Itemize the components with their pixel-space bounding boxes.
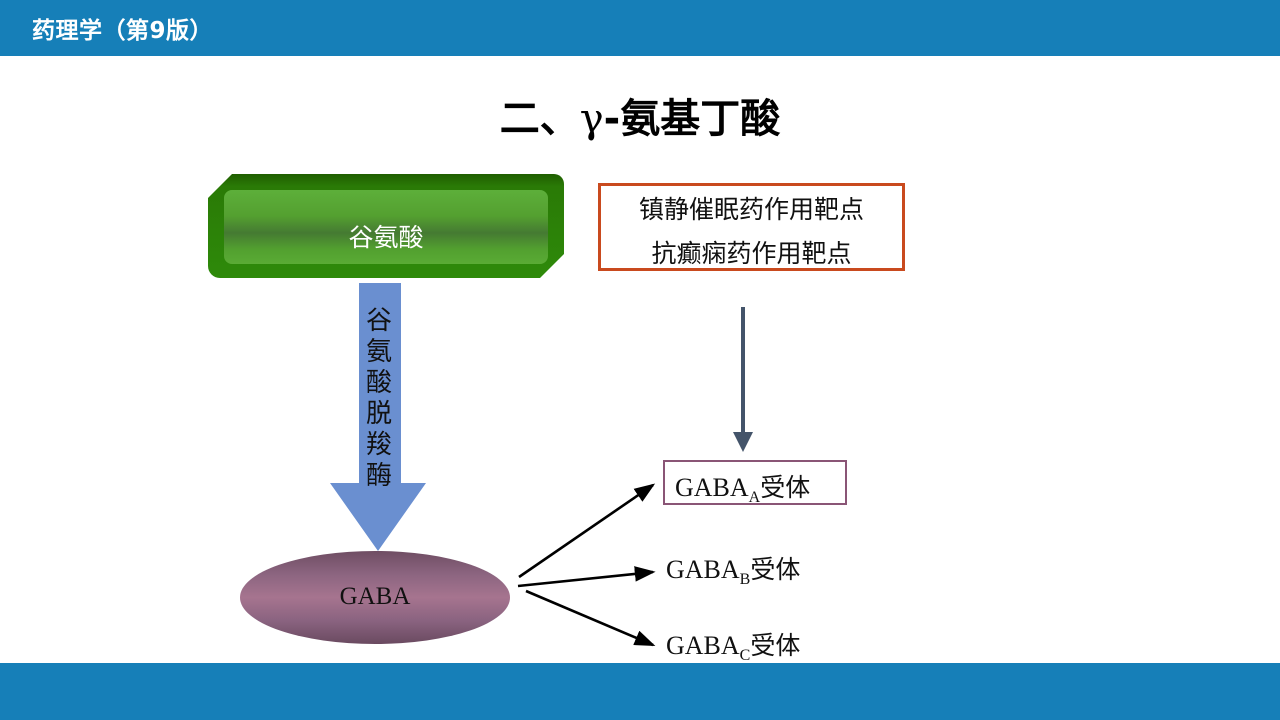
footer-bar bbox=[0, 663, 1280, 720]
course-title: 药理学（第9版） bbox=[32, 18, 214, 44]
receptor-a-suffix: 受体 bbox=[760, 473, 811, 502]
slide-title-gamma: γ bbox=[579, 96, 604, 142]
receptor-a-subscript: A bbox=[748, 489, 761, 506]
gaba-b-receptor: GABAB受体 bbox=[666, 550, 801, 588]
gaba-a-receptor: GABAA受体 bbox=[663, 460, 847, 506]
slide-title: 二、γ-氨基丁酸 bbox=[0, 86, 1280, 144]
glutamate-label: 谷氨酸 bbox=[348, 223, 424, 252]
gaba-to-receptor-b-arrow bbox=[517, 566, 656, 588]
slide-title-prefix: 二、 bbox=[499, 96, 580, 142]
target-antiepileptic: 抗癫痫药作用靶点 bbox=[651, 239, 852, 268]
enzyme-arrow-shape bbox=[330, 283, 426, 551]
enzyme-arrow bbox=[330, 283, 426, 551]
gaba-ellipse: GABA bbox=[240, 551, 510, 644]
gaba-to-receptor-a-arrow bbox=[518, 483, 656, 579]
receptor-b-base: GABA bbox=[666, 555, 740, 584]
receptor-b-suffix: 受体 bbox=[750, 555, 801, 584]
drug-target-box: 镇静催眠药作用靶点 抗癫痫药作用靶点 bbox=[598, 183, 905, 271]
receptor-c-subscript: C bbox=[739, 647, 751, 664]
glutamate-box: 谷氨酸 bbox=[208, 174, 564, 278]
slide-title-rest: -氨基丁酸 bbox=[603, 96, 781, 142]
glutamate-box-face bbox=[224, 190, 548, 264]
receptor-a-base: GABA bbox=[675, 473, 749, 502]
gaba-label: GABA bbox=[339, 583, 411, 610]
receptor-c-suffix: 受体 bbox=[750, 631, 801, 660]
enzyme-label: 谷氨酸脱羧酶 bbox=[365, 306, 392, 491]
header-bar: 药理学（第9版） bbox=[0, 0, 1280, 56]
gaba-c-receptor: GABAC受体 bbox=[666, 626, 801, 664]
target-sedative-hypnotic: 镇静催眠药作用靶点 bbox=[638, 195, 864, 224]
gaba-to-receptor-c-arrow bbox=[525, 589, 656, 647]
receptor-c-base: GABA bbox=[666, 631, 740, 660]
receptor-b-subscript: B bbox=[739, 571, 751, 588]
